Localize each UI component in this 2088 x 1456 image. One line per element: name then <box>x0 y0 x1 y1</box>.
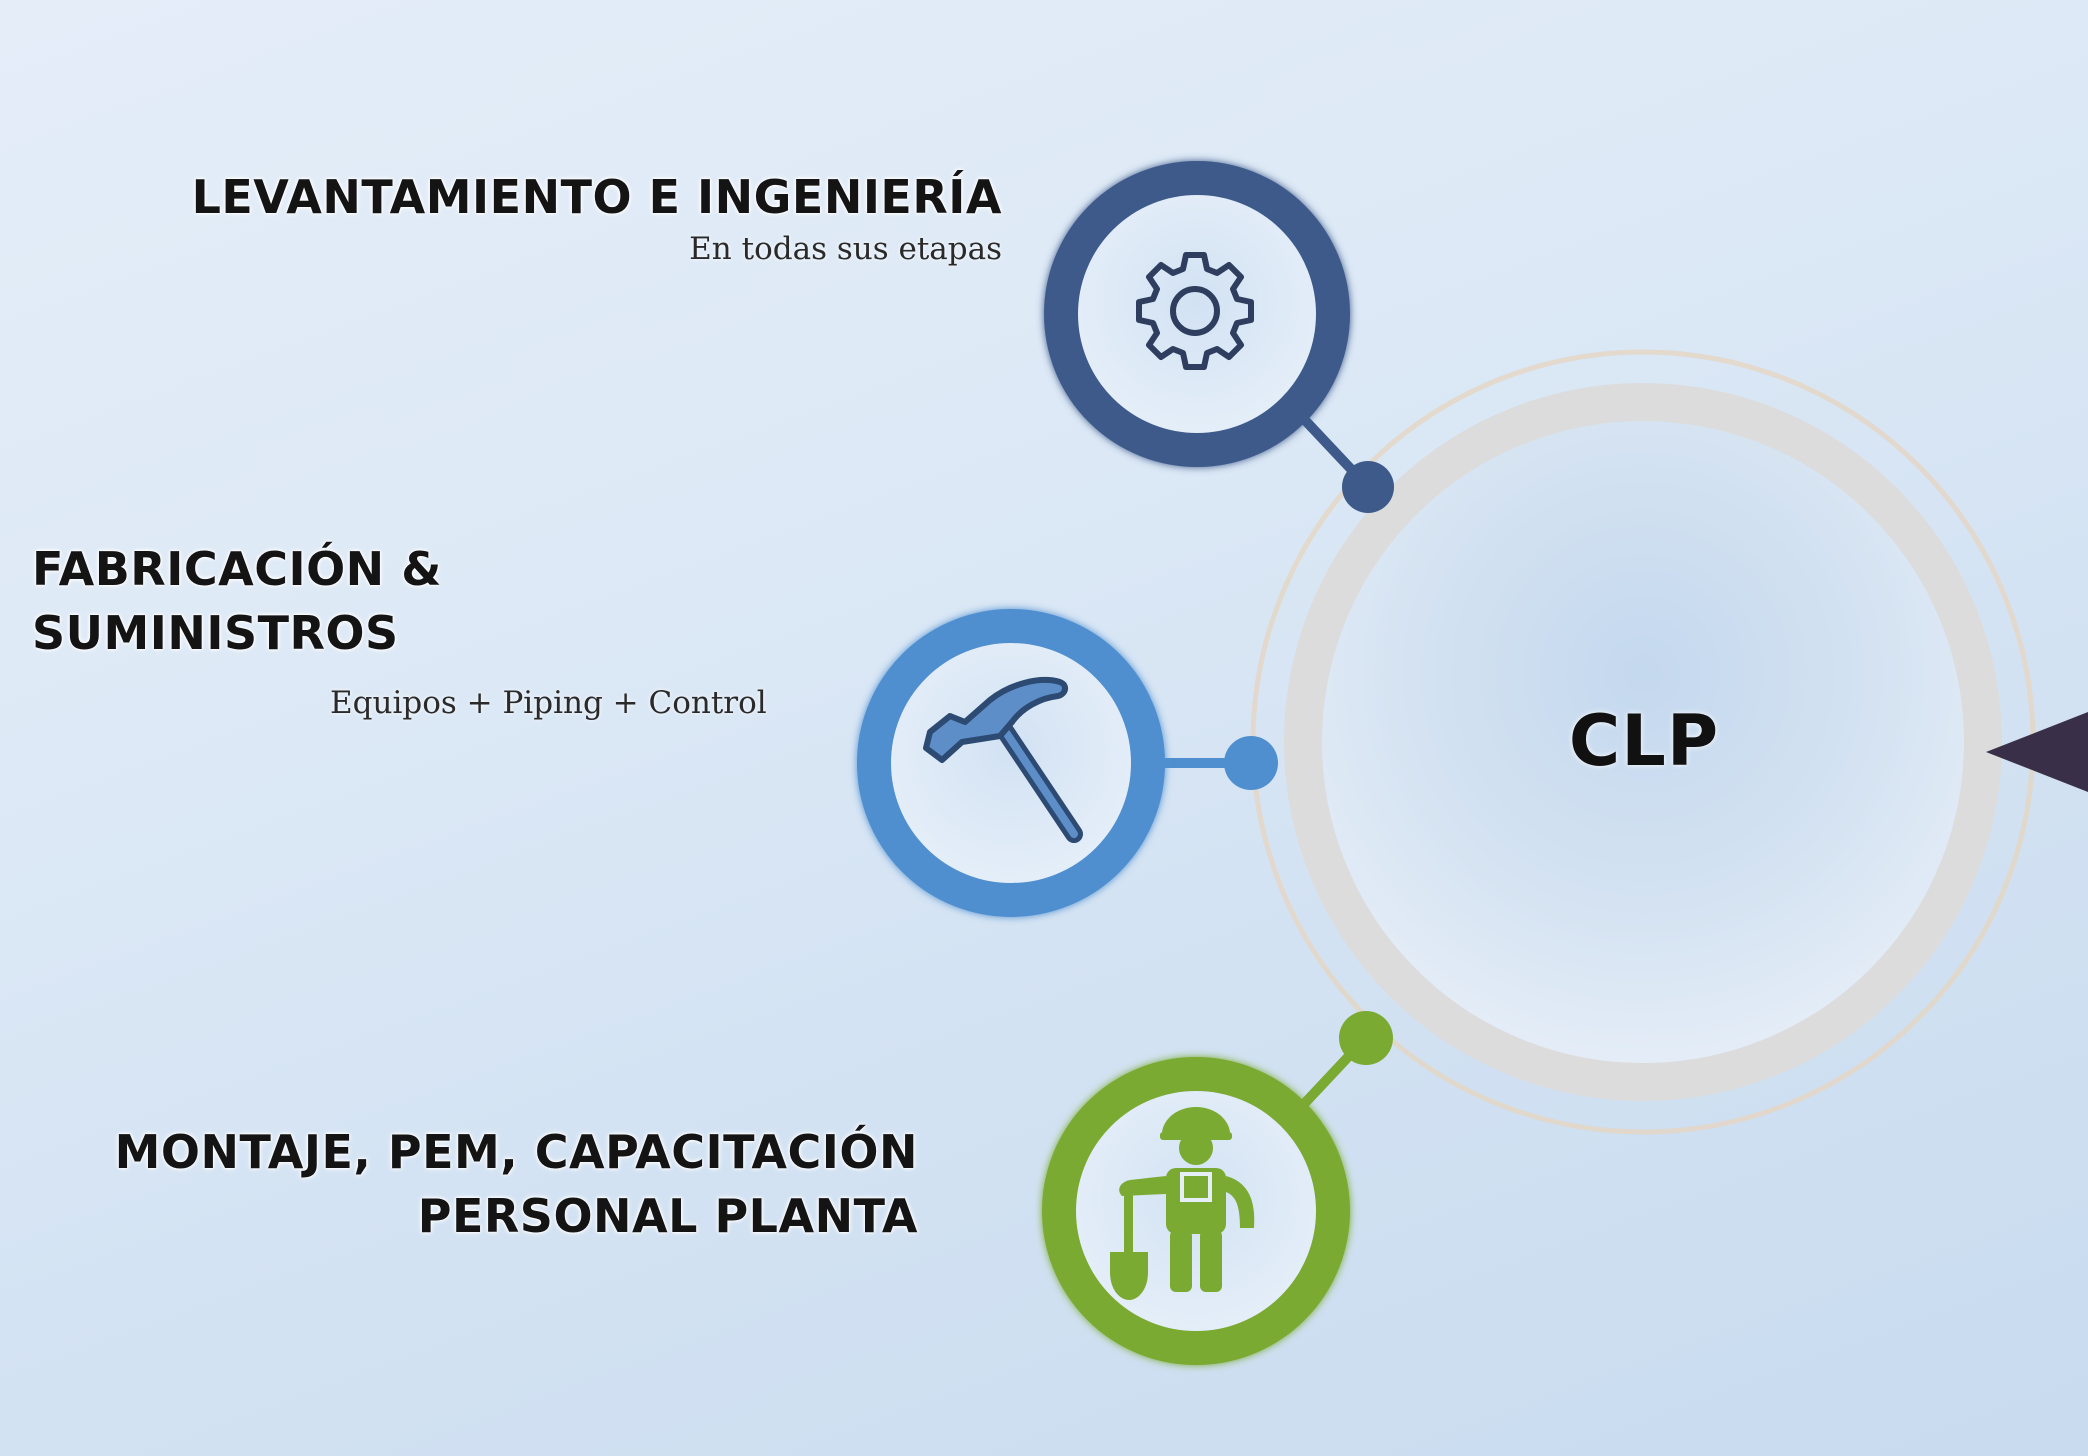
connector-montaje <box>1300 1011 1393 1108</box>
montaje-title-line-1: MONTAJE, PEM, CAPACITACIÓN <box>114 1125 918 1179</box>
connector-engineering <box>1298 413 1394 513</box>
pointer-arrow <box>1986 712 2088 792</box>
center-hub <box>1250 349 2036 1135</box>
connector-fabrication <box>1162 736 1278 790</box>
engineering-title: LEVANTAMIENTO E INGENIERÍA <box>191 170 1002 224</box>
center-ring <box>1284 383 2002 1101</box>
center-label: CLP <box>1568 700 1720 782</box>
engineering-subtitle: En todas sus etapas <box>689 231 1002 267</box>
fabrication-title-line-2: SUMINISTROS <box>32 606 399 660</box>
label-fabrication: FABRICACIÓN & SUMINISTROS Equipos + Pipi… <box>32 537 767 723</box>
node-engineering <box>1044 161 1350 467</box>
label-montaje: MONTAJE, PEM, CAPACITACIÓN PERSONAL PLAN… <box>115 1120 918 1248</box>
fabrication-subtitle: Equipos + Piping + Control <box>330 685 767 721</box>
fabrication-title-line-1: FABRICACIÓN & <box>32 542 442 596</box>
montaje-title-line-2: PERSONAL PLANTA <box>417 1189 918 1243</box>
node-fabrication <box>857 609 1165 917</box>
worker-with-shovel-icon <box>1110 1107 1255 1300</box>
hammer-icon <box>923 677 1083 843</box>
gear-icon <box>1136 252 1254 370</box>
label-engineering: LEVANTAMIENTO E INGENIERÍA En todas sus … <box>192 165 1002 269</box>
